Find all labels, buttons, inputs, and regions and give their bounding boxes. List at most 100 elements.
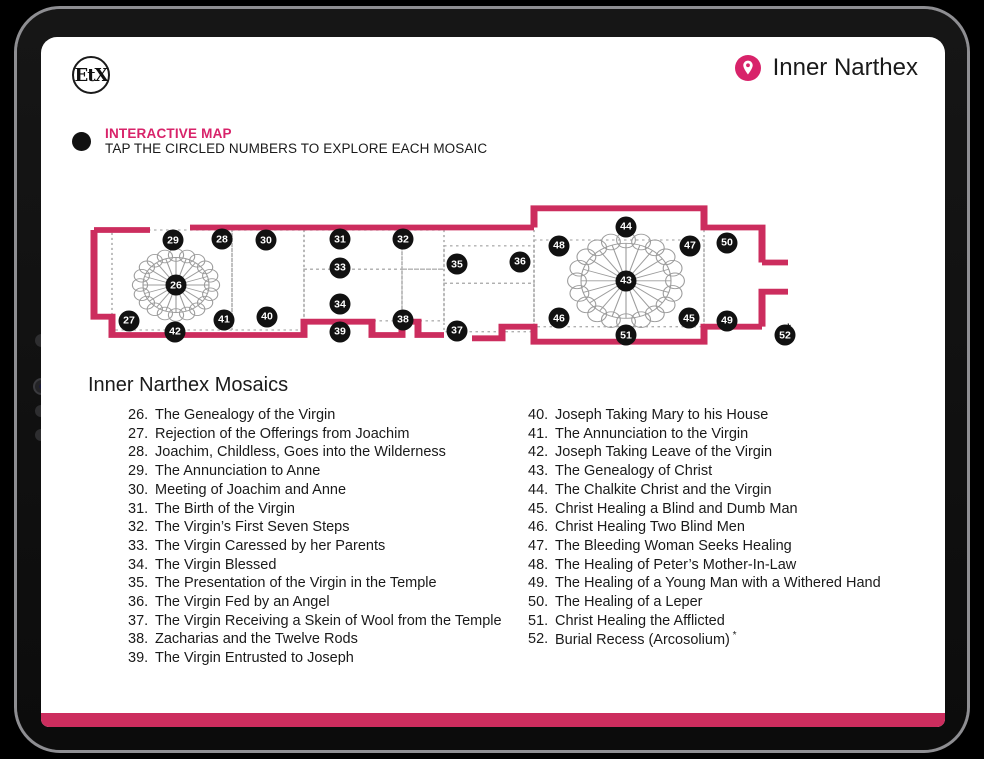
map-marker-50[interactable]: 50	[716, 232, 738, 253]
map-marker-29[interactable]: 29	[162, 229, 184, 251]
bottom-accent-bar	[41, 713, 945, 727]
instruction-subtitle: TAP THE CIRCLED NUMBERS TO EXPLORE EACH …	[105, 141, 488, 157]
mosaic-item-label: The Genealogy of Christ	[555, 463, 713, 480]
mosaic-item-number: 32.	[128, 519, 149, 536]
map-marker-31[interactable]: 31	[329, 228, 351, 250]
mosaic-item-label: Christ Healing a Blind and Dumb Man	[555, 500, 798, 517]
brand-logo-icon[interactable]: EtX	[72, 56, 110, 94]
map-marker-41[interactable]: 41	[213, 309, 235, 331]
map-marker-45[interactable]: 45	[678, 307, 700, 329]
mosaic-item-footnote-marker: *	[729, 630, 737, 642]
mosaic-item-label: The Presentation of the Virgin in the Te…	[155, 575, 437, 592]
mosaic-list-item[interactable]: 35. The Presentation of the Virgin in the…	[128, 574, 502, 593]
mosaic-item-number: 41.	[528, 425, 549, 442]
mosaic-item-number: 37.	[128, 612, 149, 629]
mosaic-list-item[interactable]: 52. Burial Recess (Arcosolium) *	[528, 630, 925, 650]
mosaic-list-item[interactable]: 26.The Genealogy of the Virgin	[128, 406, 502, 425]
mosaic-item-label: Christ Healing the Afflicted	[555, 612, 725, 629]
mosaic-item-label: The Virgin’s First Seven Steps	[155, 519, 350, 536]
mosaic-item-number: 40.	[528, 407, 549, 423]
floorplan-svg	[90, 205, 788, 345]
map-marker-44[interactable]: 44	[615, 216, 637, 238]
map-marker-47[interactable]: 47	[679, 235, 701, 257]
mosaic-item-number: 49.	[528, 575, 549, 592]
mosaic-item-label: Burial Recess (Arcosolium) *	[555, 630, 737, 649]
map-marker-49[interactable]: 49	[716, 310, 738, 332]
mosaic-list-item[interactable]: 49. The Healing of a Young Man with a Wit…	[528, 574, 925, 593]
brand-logo-text: EtX	[74, 64, 109, 86]
mosaic-item-label: The Virgin Caressed by her Parents	[155, 537, 386, 554]
mosaic-list-item[interactable]: 27. Rejection of the Offerings from Joach…	[128, 425, 502, 444]
exterior-walls	[90, 205, 788, 345]
mosaic-item-label: The Healing of a Young Man with a Wither…	[555, 575, 881, 592]
mosaic-list-item[interactable]: 31.The Birth of the Virgin	[128, 500, 502, 519]
mosaic-list-item[interactable]: 29. The Annunciation to Anne	[128, 462, 502, 481]
mosaic-item-label: The Chalkite Christ and the Virgin	[555, 481, 772, 498]
mosaic-list-item[interactable]: 43.The Genealogy of Christ	[528, 462, 925, 481]
footnote-asterisk: *	[785, 320, 791, 336]
mosaic-list-item[interactable]: 42.Joseph Taking Leave of the Virgin	[528, 443, 925, 462]
instruction-block: INTERACTIVE MAP TAP THE CIRCLED NUMBERS …	[72, 126, 487, 157]
map-marker-35[interactable]: 35	[446, 253, 468, 275]
mosaic-list-item[interactable]: 32. The Virgin’s First Seven Steps	[128, 518, 502, 537]
mosaic-item-label: The Genealogy of the Virgin	[155, 407, 336, 423]
mosaic-item-label: The Virgin Entrusted to Joseph	[155, 650, 354, 667]
mosaic-list-item[interactable]: 30.Meeting of Joachim and Anne	[128, 481, 502, 500]
mosaic-item-label: Zacharias and the Twelve Rods	[155, 631, 358, 648]
filled-circle-bullet-icon	[72, 131, 91, 151]
mosaic-list-item[interactable]: 51.Christ Healing the Afflicted	[528, 612, 925, 631]
mosaic-list-item[interactable]: 36.The Virgin Fed by an Angel	[128, 593, 502, 612]
mosaic-item-number: 52.	[528, 631, 549, 648]
mosaic-item-number: 45.	[528, 500, 549, 517]
map-marker-38[interactable]: 38	[392, 309, 414, 331]
mosaic-list-item[interactable]: 48.The Healing of Peter’s Mother-In-Law	[528, 556, 925, 575]
mosaic-item-number: 27.	[128, 425, 149, 442]
map-marker-46[interactable]: 46	[548, 307, 570, 329]
app-header: EtX Inner Narthex	[41, 37, 945, 107]
current-location-chip[interactable]: Inner Narthex	[734, 54, 918, 82]
mosaic-item-label: Joseph Taking Leave of the Virgin	[555, 444, 773, 461]
map-marker-52[interactable]: 52	[774, 324, 796, 346]
mosaic-item-label: Christ Healing Two Blind Men	[555, 519, 745, 536]
mosaic-list-item[interactable]: 28.Joachim, Childless, Goes into the Wil…	[128, 443, 502, 462]
mosaic-item-label: Rejection of the Offerings from Joachim	[155, 425, 410, 442]
mosaic-list-item[interactable]: 50.The Healing of a Leper	[528, 593, 925, 612]
map-marker-51[interactable]: 51	[615, 324, 637, 346]
mosaic-item-number: 39.	[128, 650, 149, 667]
map-marker-40[interactable]: 40	[256, 306, 278, 328]
map-marker-30[interactable]: 30	[255, 229, 277, 251]
mosaic-item-label: The Annunciation to Anne	[155, 463, 321, 480]
mosaic-list-item[interactable]: 47.The Bleeding Woman Seeks Healing	[528, 537, 925, 556]
map-marker-36[interactable]: 36	[509, 251, 531, 273]
map-marker-39[interactable]: 39	[329, 321, 351, 343]
map-marker-28[interactable]: 28	[211, 228, 233, 250]
interactive-floorplan-map[interactable]: 29 28 30 31 32 35 36 44 48 47 50 26 43 33 34 27 41 42 40 39…	[72, 175, 812, 350]
mosaic-item-number: 48.	[528, 556, 549, 573]
mosaic-list-item[interactable]: 41.The Annunciation to the Virgin	[528, 425, 925, 444]
mosaic-list-item[interactable]: 46.Christ Healing Two Blind Men	[528, 518, 925, 537]
mosaic-list-item[interactable]: 37.The Virgin Receiving a Skein of Wool …	[128, 612, 502, 631]
mosaic-item-number: 33.	[128, 537, 149, 554]
mosaic-list-item[interactable]: 38.Zacharias and the Twelve Rods	[128, 630, 502, 649]
map-marker-34[interactable]: 34	[329, 293, 351, 315]
map-marker-42[interactable]: 42	[164, 321, 186, 343]
map-marker-27[interactable]: 27	[118, 310, 140, 332]
map-marker-32[interactable]: 32	[392, 228, 414, 250]
map-marker-37[interactable]: 37	[446, 320, 468, 342]
mosaic-item-number: 35.	[128, 575, 149, 592]
mosaic-list-item[interactable]: 33. The Virgin Caressed by her Parents	[128, 537, 502, 556]
map-marker-48[interactable]: 48	[548, 235, 570, 257]
mosaic-list-item[interactable]: 40.Joseph Taking Mary to his House	[528, 406, 925, 425]
map-marker-26[interactable]: 26	[165, 274, 187, 296]
mosaic-list-item[interactable]: 34.The Virgin Blessed	[128, 556, 502, 575]
map-marker-43[interactable]: 43	[615, 270, 637, 292]
mosaic-item-number: 28.	[128, 444, 149, 461]
mosaic-item-number: 29.	[128, 463, 149, 480]
mosaic-list-title: Inner Narthex Mosaics	[88, 374, 289, 396]
mosaic-list-item[interactable]: 44.The Chalkite Christ and the Virgin	[528, 481, 925, 500]
mosaic-list-item[interactable]: 39. The Virgin Entrusted to Joseph	[128, 649, 502, 668]
map-marker-33[interactable]: 33	[329, 257, 351, 278]
mosaic-list-item[interactable]: 45. Christ Healing a Blind and Dumb Man	[528, 500, 925, 519]
